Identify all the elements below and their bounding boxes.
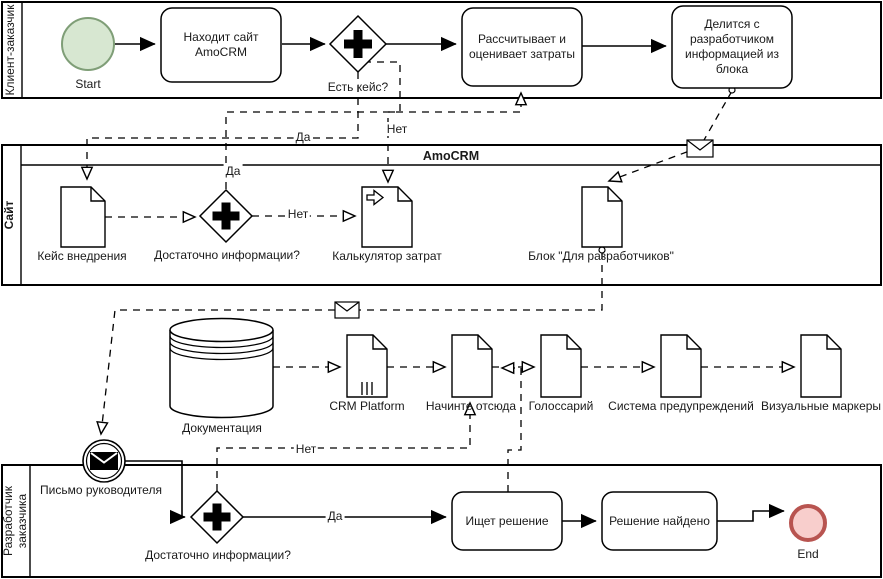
doc-warnings-label: Система предупреждений — [608, 398, 754, 413]
task-find-site-label: Находит сайт AmoCRM — [183, 30, 259, 59]
gateway-has-case-label: Есть кейс? — [327, 79, 389, 94]
doc-calculator-fold — [397, 187, 412, 202]
plus-icon — [344, 30, 372, 58]
doc-start-here[interactable] — [451, 334, 493, 398]
lane-site-label: Сайт — [2, 200, 16, 230]
doc-markers-fold — [826, 335, 841, 350]
task-find-site[interactable] — [160, 7, 282, 83]
end-label: End — [797, 546, 819, 561]
task-found[interactable] — [601, 491, 718, 551]
plus-icon — [203, 503, 231, 531]
edge-dev-yes-label: Да — [325, 509, 345, 523]
flow-share-to-block[interactable] — [607, 90, 733, 183]
lane-developer[interactable] — [1, 464, 882, 578]
database-label: Документация — [182, 420, 262, 435]
flow-site-yes[interactable] — [225, 91, 528, 189]
edge-dev-no-label: Нет — [293, 442, 319, 456]
edge-site-no-label: Нет — [285, 207, 311, 221]
gateway-enough-info-site[interactable] — [198, 188, 254, 244]
doc-crm-platform[interactable] — [346, 334, 388, 398]
doc-glossary-fold — [566, 335, 581, 350]
flow-search-to-starthere[interactable] — [500, 361, 522, 492]
envelope-fold — [90, 452, 118, 464]
doc-case[interactable] — [60, 186, 106, 248]
doc-dev-block-label: Блок "Для разработчиков" — [528, 248, 674, 263]
task-share[interactable] — [671, 5, 793, 89]
message-icon — [334, 301, 360, 319]
doc-glossary[interactable] — [540, 334, 582, 398]
doc-markers-label: Визуальные маркеры — [760, 398, 882, 413]
amocrm-band-label: AmoCRM — [422, 148, 480, 163]
task-estimate-label: Рассчитывает и оценивает затраты — [468, 32, 576, 61]
task-found-label: Решение найдено — [609, 513, 710, 528]
multi-instance-icon — [361, 382, 373, 395]
link-arrow-icon — [366, 189, 385, 206]
gateway-enough-dev-label: Достаточно информации? — [145, 547, 291, 562]
plus-icon — [212, 202, 240, 230]
flow-dev-no[interactable] — [216, 401, 477, 491]
doc-case-label: Кейс внедрения — [37, 248, 127, 263]
doc-markers[interactable] — [800, 334, 842, 398]
doc-dev-block-fold — [607, 187, 622, 202]
end-event[interactable] — [789, 504, 827, 542]
task-share-label: Делится с разработчиком информацией из б… — [685, 17, 779, 76]
task-search-label: Ищет решение — [465, 513, 549, 528]
doc-glossary-label: Голоссарий — [528, 398, 594, 413]
edge-case-no-label: Нет — [384, 122, 410, 136]
lane-client-label: Клиент-заказчик — [3, 4, 17, 96]
lane-client[interactable] — [1, 1, 882, 99]
gateway-enough-info-dev[interactable] — [189, 489, 245, 545]
lane-developer-label: Разработчик заказчика — [1, 486, 29, 556]
flow-found-to-end[interactable] — [717, 503, 785, 522]
start-event[interactable] — [61, 17, 115, 71]
flow-letter-to-gw[interactable] — [125, 460, 186, 525]
task-search[interactable] — [451, 491, 563, 551]
message-start-event[interactable] — [82, 439, 126, 483]
lane-site[interactable] — [1, 144, 882, 286]
doc-crm-platform-label: CRM Platform — [329, 398, 405, 413]
start-label: Start — [75, 76, 101, 91]
edge-site-yes-label: Да — [223, 164, 243, 178]
flow-case-yes[interactable] — [80, 72, 359, 181]
doc-crm-platform-fold — [372, 335, 387, 350]
doc-dev-block[interactable] — [581, 186, 623, 248]
edge-case-yes-label: Да — [293, 130, 313, 144]
doc-start-here-fold — [477, 335, 492, 350]
gateway-has-case[interactable] — [328, 14, 388, 74]
message-icon — [686, 139, 714, 158]
doc-warnings[interactable] — [660, 334, 702, 398]
task-estimate[interactable] — [461, 7, 583, 87]
event-letter-label: Письмо руководителя — [38, 482, 164, 498]
doc-calculator-label: Калькулятор затрат — [332, 248, 442, 263]
doc-warnings-fold — [686, 335, 701, 350]
doc-case-fold — [90, 187, 105, 202]
doc-start-here-label: Начинте отсюда — [425, 398, 517, 413]
gateway-enough-site-label: Достаточно информации? — [154, 247, 300, 262]
database-documentation[interactable] — [169, 317, 274, 419]
